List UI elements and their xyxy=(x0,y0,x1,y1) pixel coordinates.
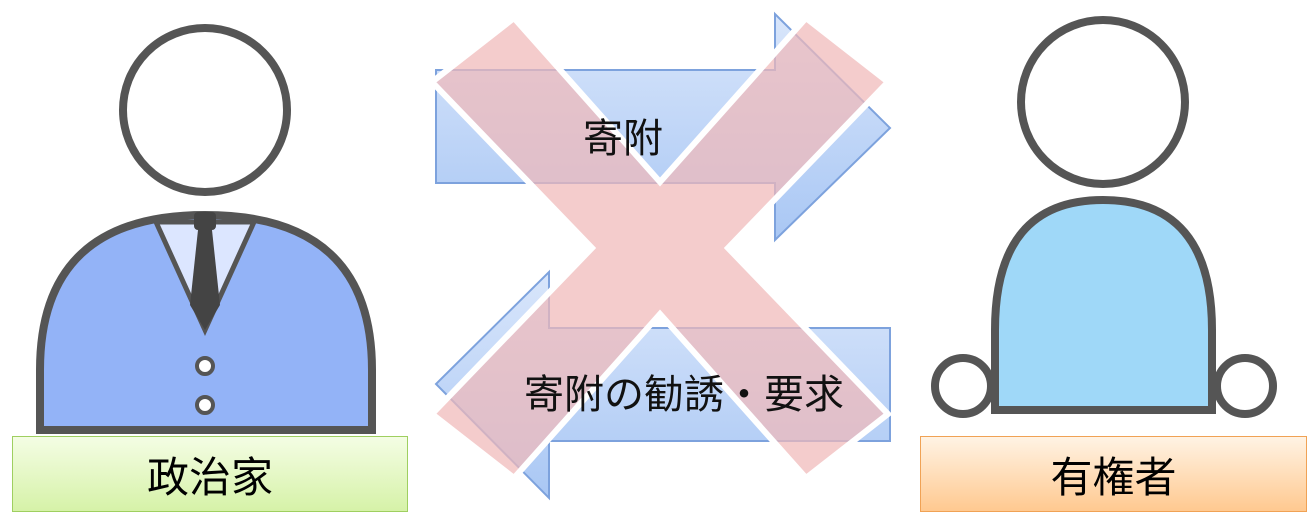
voter-label: 有権者 xyxy=(1050,452,1177,502)
politician-label-box: 政治家 xyxy=(12,436,408,512)
cross-x-icon xyxy=(427,13,893,483)
solicitation-label: 寄附の勧誘・要求 xyxy=(524,372,844,418)
voter-label-box: 有権者 xyxy=(920,436,1307,512)
politician-icon xyxy=(36,24,376,434)
donation-label: 寄附 xyxy=(583,116,663,162)
politician-label: 政治家 xyxy=(146,452,273,502)
voter-icon xyxy=(931,16,1277,418)
